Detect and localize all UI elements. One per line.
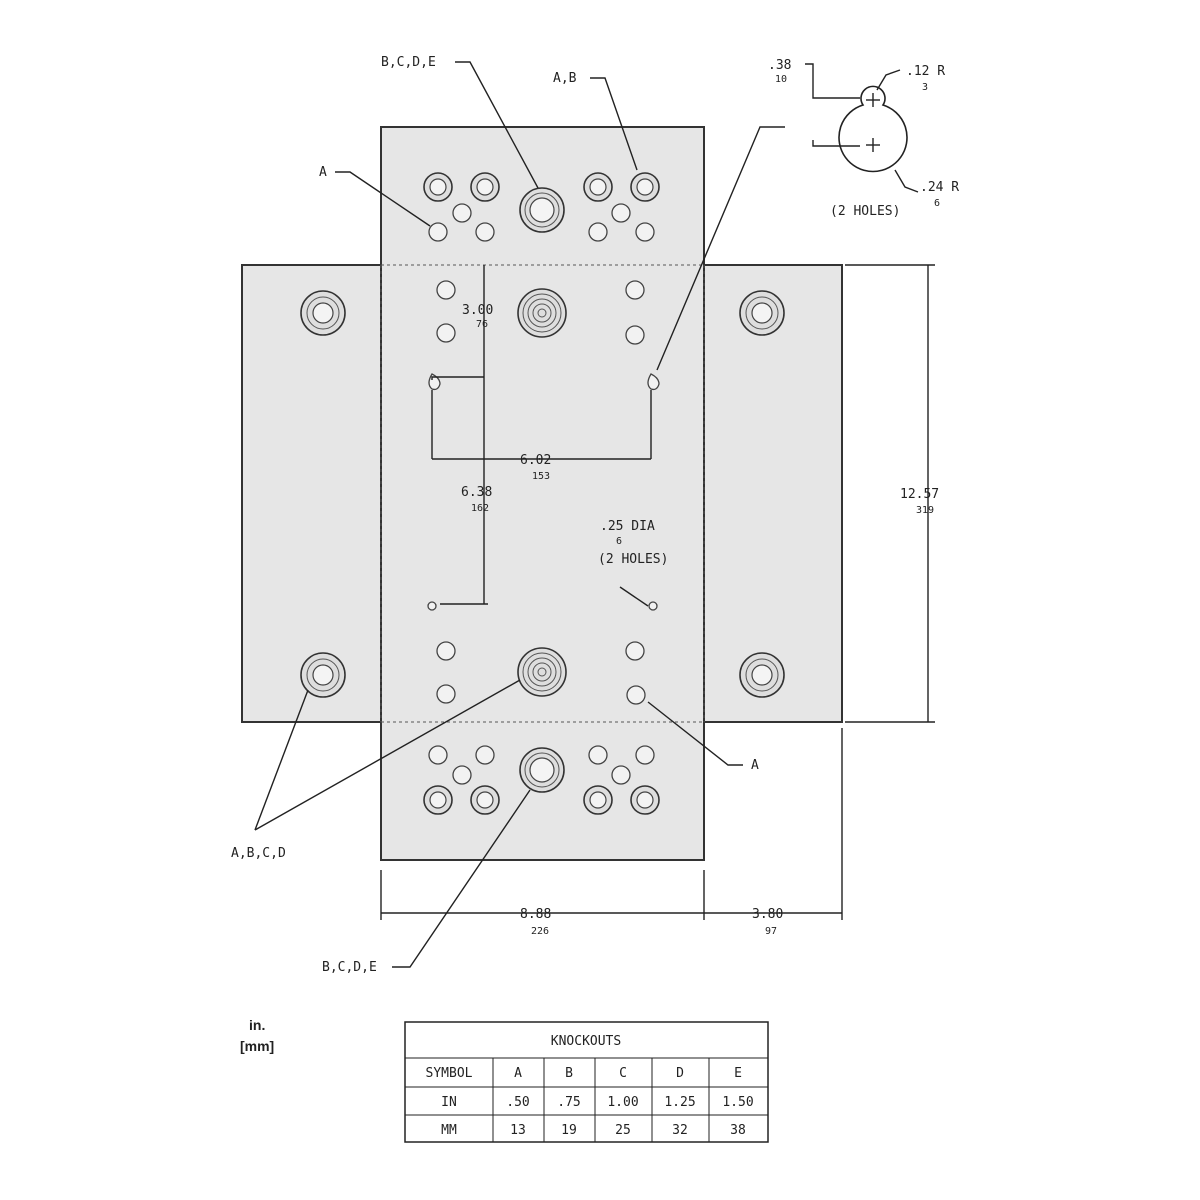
dim-height-mm: 319 xyxy=(916,505,934,516)
keyhole-slots xyxy=(428,373,660,391)
dim-hole-dia-in: .25 DIA xyxy=(600,519,655,534)
callout-top-left: A xyxy=(319,165,327,180)
table-cell: 1.50 xyxy=(722,1095,753,1110)
knockouts-center xyxy=(517,288,567,697)
keyhole-small-radius-in: .12 R xyxy=(906,64,945,79)
knockouts-bottom xyxy=(423,745,660,815)
keyhole-large-radius-mm: 6 xyxy=(934,198,940,209)
table-cell: MM xyxy=(441,1123,457,1138)
keyhole-count: (2 HOLES) xyxy=(830,204,900,219)
keyhole-offset-in: .38 xyxy=(768,58,791,73)
dim-height-in: 12.57 xyxy=(900,487,939,502)
table-cell: 25 xyxy=(615,1123,631,1138)
unit-mm: [mm] xyxy=(240,1038,274,1054)
table-header: E xyxy=(734,1066,742,1081)
table-cell: .75 xyxy=(557,1095,580,1110)
table-cell: 38 xyxy=(730,1123,746,1138)
dim-flange-in: 3.80 xyxy=(752,907,783,922)
dim-hole-count: (2 HOLES) xyxy=(598,552,668,567)
table-header: D xyxy=(676,1066,684,1081)
mounting-hole-right xyxy=(648,601,658,611)
keyhole-offset-mm: 10 xyxy=(775,74,787,85)
table-title: KNOCKOUTS xyxy=(551,1034,621,1049)
callout-leaders xyxy=(254,61,785,968)
dim-flange-mm: 97 xyxy=(765,926,777,937)
table-cell: 1.25 xyxy=(664,1095,695,1110)
keyhole-large-radius-in: .24 R xyxy=(920,180,959,195)
holes-a-center xyxy=(436,280,646,705)
unit-inch: in. xyxy=(249,1017,265,1033)
dim-300-in: 3.00 xyxy=(462,303,493,318)
keyhole-detail xyxy=(805,63,919,193)
callout-top-center: B,C,D,E xyxy=(381,55,436,70)
dim-638-in: 6.38 xyxy=(461,485,492,500)
table-header: B xyxy=(565,1066,573,1081)
mounting-hole-left xyxy=(427,601,437,611)
table-cell: 13 xyxy=(510,1123,526,1138)
dim-638-mm: 162 xyxy=(471,503,489,514)
table-cell: 19 xyxy=(561,1123,577,1138)
dim-width-mm: 226 xyxy=(531,926,549,937)
callout-bottom-left: A,B,C,D xyxy=(231,846,286,861)
callout-right-lower: A xyxy=(751,758,759,773)
dim-hole-dia-mm: 6 xyxy=(616,536,622,547)
table-cell: 1.00 xyxy=(607,1095,638,1110)
back-plate-tall xyxy=(380,126,705,861)
table-header: SYMBOL xyxy=(426,1066,473,1081)
table-header: C xyxy=(619,1066,627,1081)
table-header: A xyxy=(514,1066,522,1081)
dim-width-in: 8.88 xyxy=(520,907,551,922)
callout-bottom-center: B,C,D,E xyxy=(322,960,377,975)
dimension-lines xyxy=(380,264,935,920)
dim-300-mm: 76 xyxy=(476,319,488,330)
table-cell: .50 xyxy=(506,1095,529,1110)
knockouts-side xyxy=(300,290,785,698)
keyhole-small-radius-mm: 3 xyxy=(922,82,928,93)
table-cell: 32 xyxy=(672,1123,688,1138)
knockouts-table: KNOCKOUTS SYMBOL A B C D E IN .50 .75 1.… xyxy=(404,1021,769,1143)
table-cell: IN xyxy=(441,1095,457,1110)
dim-602-mm: 153 xyxy=(532,471,550,482)
dim-602-in: 6.02 xyxy=(520,453,551,468)
knockouts-top xyxy=(423,172,660,242)
callout-top-right: A,B xyxy=(553,71,577,86)
